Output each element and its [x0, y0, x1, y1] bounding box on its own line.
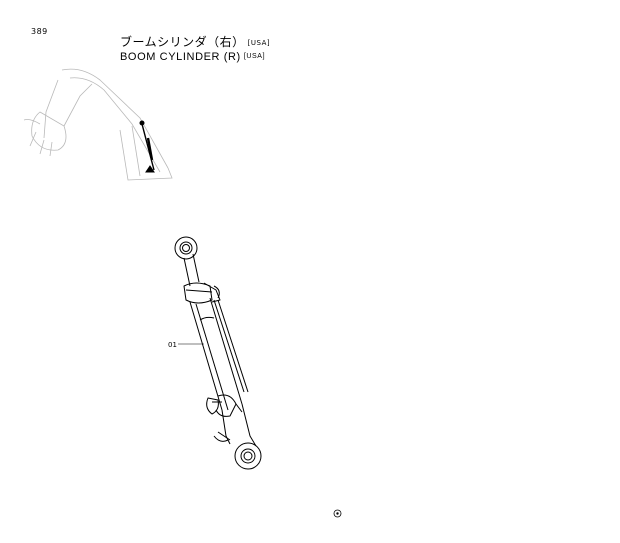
title-japanese: ブームシリンダ（右）[USA] [120, 35, 270, 50]
region-tag-jp: [USA] [247, 38, 271, 47]
excavator-locator-icon [23, 68, 173, 181]
region-tag-en: [USA] [243, 52, 266, 60]
locator-highlight [139, 120, 155, 173]
title-japanese-text: ブームシリンダ（右） [120, 35, 245, 49]
page-number: 389 [31, 27, 48, 36]
boom-cylinder-drawing [174, 236, 262, 470]
callout-label-01: 01 [168, 341, 177, 349]
title-english: BOOM CYLINDER (R)[USA] [120, 50, 270, 64]
title-english-text: BOOM CYLINDER (R) [120, 50, 241, 63]
circled-registration-icon [333, 509, 342, 518]
title-block: ブームシリンダ（右）[USA] BOOM CYLINDER (R)[USA] [120, 35, 270, 64]
